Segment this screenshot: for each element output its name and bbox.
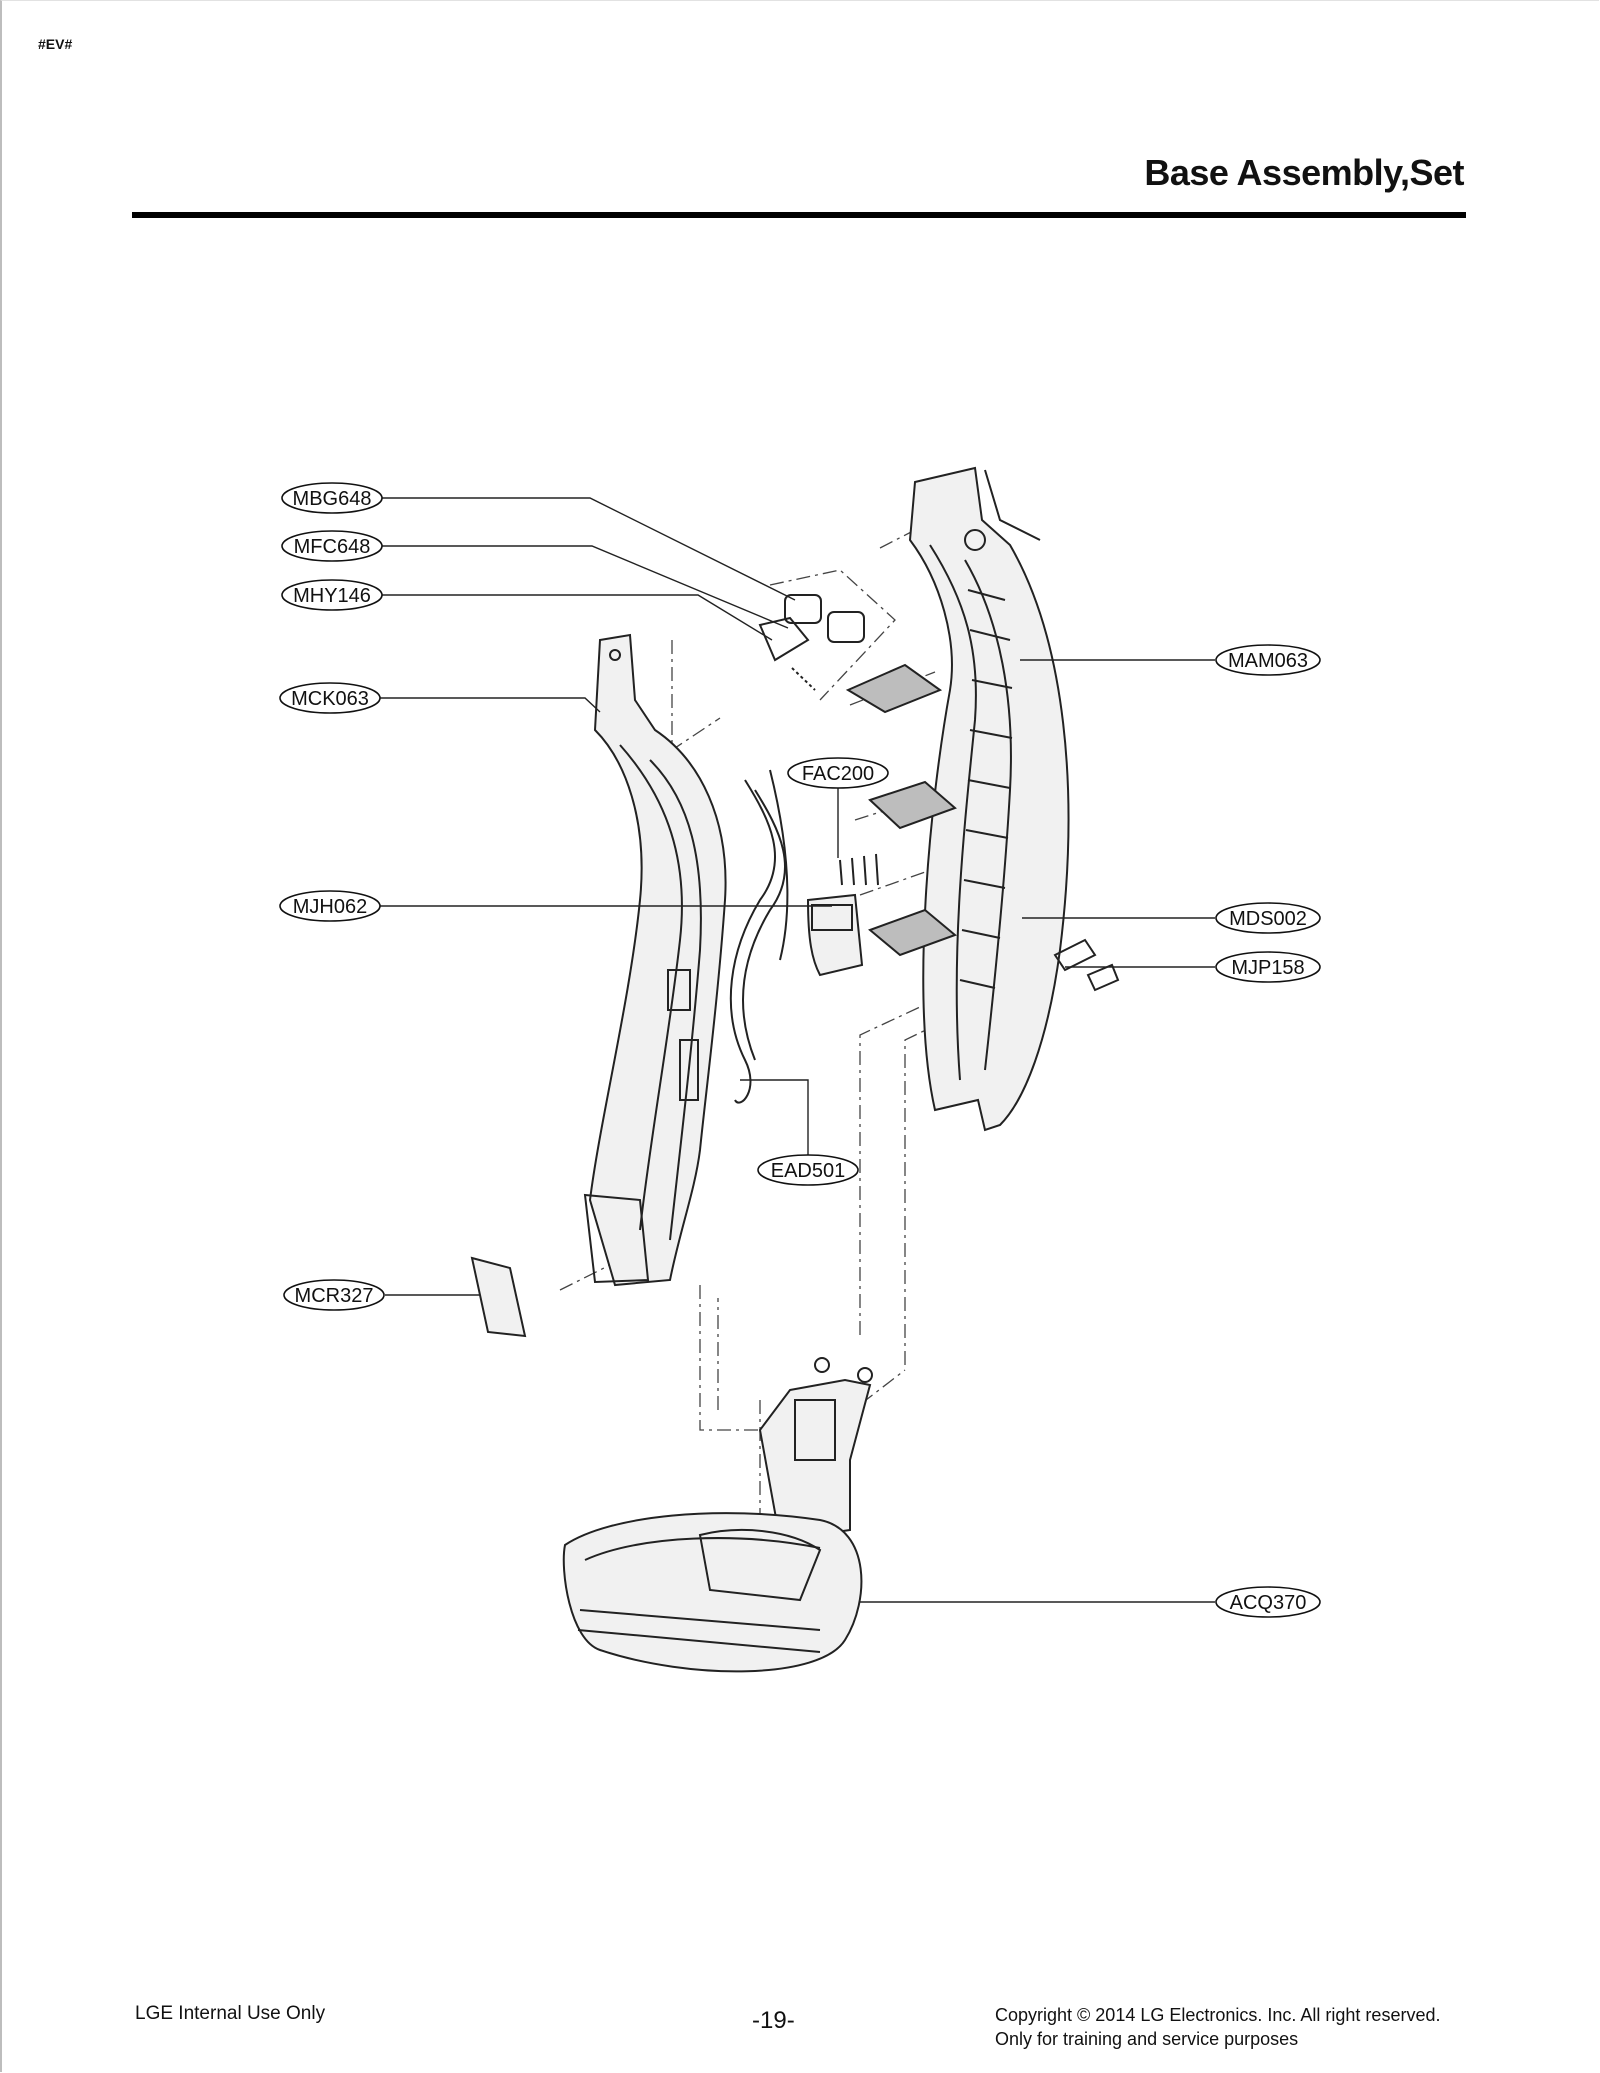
nozzle-part (562, 1357, 873, 1673)
front-cover-part (583, 633, 727, 1287)
terminal-holder (806, 853, 879, 977)
callout-mcr327: MCR327 (283, 1279, 385, 1311)
svg-text:MBG648: MBG648 (293, 488, 372, 510)
svg-text:MCR327: MCR327 (295, 1285, 374, 1307)
callout-mds002: MDS002 (1215, 902, 1321, 934)
callout-mhy146: MHY146 (281, 579, 383, 611)
callout-mbg648: MBG648 (281, 482, 383, 514)
cover-plate-part (470, 1256, 527, 1338)
svg-text:MJH062: MJH062 (293, 896, 367, 918)
page-title: Base Assembly,Set (1144, 152, 1464, 193)
svg-text:ACQ370: ACQ370 (1230, 1592, 1307, 1614)
callout-mck063: MCK063 (279, 682, 381, 714)
copyright-text: Copyright © 2014 LG Electronics. Inc. Al… (995, 2005, 1441, 2025)
svg-text:MJP158: MJP158 (1231, 957, 1304, 979)
wire-harness (729, 769, 789, 1104)
page-number: -19- (752, 2007, 795, 2034)
callout-acq370: ACQ370 (1215, 1586, 1321, 1618)
leader-lines (378, 497, 1215, 1603)
svg-text:EAD501: EAD501 (771, 1160, 846, 1182)
rear-body-part (908, 466, 1070, 1132)
training-note: Only for training and service purposes (995, 2029, 1299, 2049)
small-parts-group (758, 594, 865, 691)
callout-fac200: FAC200 (787, 757, 889, 789)
callout-ead501: EAD501 (757, 1154, 859, 1186)
footer-copyright: Copyright © 2014 LG Electronics. Inc. Al… (995, 2003, 1440, 2051)
svg-text:FAC200: FAC200 (802, 763, 874, 785)
callout-mjh062: MJH062 (279, 890, 381, 922)
footer-internal-use: LGE Internal Use Only (135, 2003, 326, 2024)
svg-text:MHY146: MHY146 (293, 585, 371, 607)
document-tag: #EV# (38, 36, 73, 52)
clip-parts (1053, 938, 1120, 992)
title-rule (132, 212, 1466, 218)
svg-text:MDS002: MDS002 (1229, 908, 1307, 930)
callout-mam063: MAM063 (1215, 644, 1321, 676)
svg-text:MFC648: MFC648 (294, 536, 371, 558)
callout-mfc648: MFC648 (281, 530, 383, 562)
svg-text:MAM063: MAM063 (1228, 650, 1308, 672)
callout-mjp158: MJP158 (1215, 951, 1321, 983)
filter-pads (845, 663, 957, 957)
svg-text:MCK063: MCK063 (291, 688, 369, 710)
